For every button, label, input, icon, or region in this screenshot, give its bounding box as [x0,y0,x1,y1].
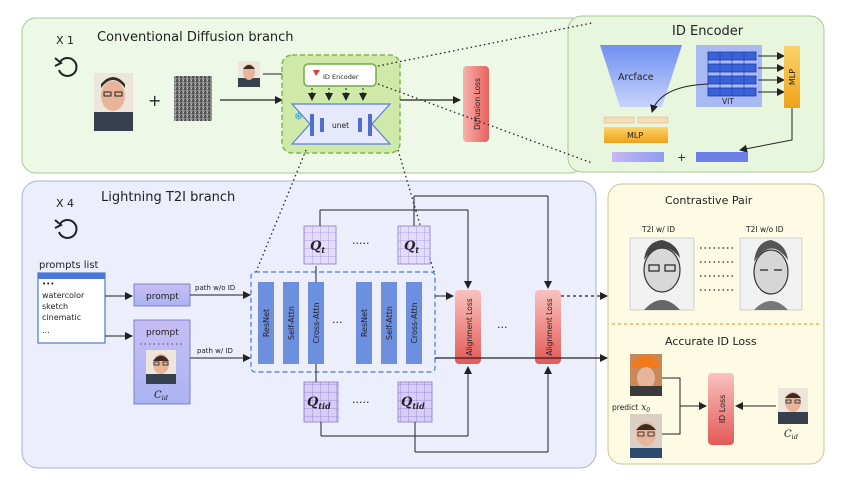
alignment-ellipsis: ··· [497,321,508,334]
q-t-2[interactable] [397,225,431,265]
id-encoder-mini-label: ID Encoder [323,73,359,81]
mlp-left-label: MLP [627,131,643,140]
zoom-dotted-top [377,22,593,67]
alignment-loss-2-label: Alignment Loss [545,298,554,355]
arrow-pred2-to-idloss [662,406,681,435]
path-without-id-label: path w/o ID [195,284,235,292]
repeat-icon-bottom [58,219,78,239]
lightning-branch-title: Lightning T2I branch [101,190,235,205]
id-loss-label: ID Loss [718,395,727,424]
arcface-feature-2 [637,116,669,124]
contrastive-right-label: T2I w/o ID [745,225,784,234]
prompt-item-2[interactable]: cinematic [42,313,81,322]
block-label-1: Self-Attn [287,306,296,340]
snowflake-icon: ❄ [294,110,303,123]
block-resnet-2[interactable] [356,282,372,364]
block-self-attn-2[interactable] [381,282,397,364]
block-resnet-1[interactable] [258,282,274,364]
arrow-pred-to-idloss [662,377,707,410]
repeat-label-bottom: X 4 [56,197,74,210]
q-tid-2[interactable] [397,381,433,423]
prompts-list-header [38,273,105,279]
q-tid-2-label: Qtid [401,395,425,411]
arrow-vit-to-mlp [650,83,709,113]
id-loss-box[interactable] [708,373,734,445]
noise-image [174,76,212,121]
attention-blocks: ResNet Self-Attn Cross-Attn ResNet Self-… [258,282,422,364]
attention-blocks-container [250,271,436,373]
predicted-face-1 [630,354,662,396]
q-t-1-label: Qt [310,239,325,255]
conventional-branch-title: Conventional Diffusion branch [97,30,294,45]
vit-tokens [707,51,757,97]
alignment-loss-1-label: Alignment Loss [465,298,474,355]
repeat-arrowhead-top [54,57,63,67]
plus-sign-1: + [148,91,161,110]
c-id-label: Cid [154,390,168,402]
id-encoder-mini-icon [313,70,320,76]
prompt-item-3[interactable]: ... [42,326,50,335]
diffusion-loss-box[interactable] [463,66,489,142]
prompt-id-label: prompt [146,328,179,338]
reference-face [778,388,808,424]
predicted-face-2 [630,414,662,458]
id-encoder-title: ID Encoder [672,24,744,39]
sketch-face-without-id [739,237,803,311]
sketch-face-with-id [629,237,695,311]
accurate-title: Accurate ID Loss [665,335,757,348]
zoom-dotted-bottom [377,83,593,164]
block-label-4: Self-Attn [385,306,394,340]
block-self-attn-1[interactable] [283,282,299,364]
id-encoder-mini[interactable] [303,63,377,87]
ref-c-id-label: Cid [784,429,798,441]
arcface-label: Arcface [618,72,654,83]
block-cross-attn-1[interactable] [308,282,324,364]
block-label-0: ResNet [262,309,271,337]
blocks-ellipsis: ··· [332,316,343,329]
mlp-right-block[interactable] [784,46,800,108]
prompts-list-dots: ••• [42,280,54,288]
block-label-2: Cross-Attn [312,302,321,343]
face-in-prompt [146,350,176,384]
q-top-dots: ····· [352,237,369,250]
block-cross-attn-2[interactable] [406,282,422,364]
mlp-right-label: MLP [788,69,797,85]
contrastive-left-label: T2I w/ ID [641,225,675,234]
prompts-list-box[interactable] [37,272,106,344]
arrow-mlp-down [739,108,793,153]
q-bottom-dots: ····· [352,396,369,409]
zoom-dotted-right [397,149,435,273]
diffusion-loss-label: Diffusion Loss [473,78,482,130]
unet-label: unet [332,121,349,130]
repeat-label-top: X 1 [56,34,74,47]
repeat-icon-top [58,57,78,77]
prompt-item-1[interactable]: sketch [42,302,68,311]
face-photo-input [94,73,133,131]
alignment-loss-1[interactable] [455,290,481,364]
mlp-left-block[interactable] [604,127,668,143]
block-label-3: ResNet [360,309,369,337]
face-thumb-id [238,61,260,87]
vit-label: VIT [722,97,734,106]
prompt-top-label: prompt [146,292,179,302]
id-embedding-2 [696,152,748,162]
repeat-arrowhead-bottom [54,219,63,229]
contrastive-title: Contrastive Pair [665,194,753,207]
block-label-5: Cross-Attn [410,302,419,343]
id-encoder-plus: + [677,151,686,164]
arcface-block[interactable] [600,45,682,107]
prompts-list-title: prompts list [39,260,99,271]
q-t-2-label: Qt [404,239,419,255]
arcface-feature-1 [603,116,635,124]
path-with-id-label: path w/ ID [197,347,233,355]
prompt-item-0[interactable]: watercolor [42,291,85,300]
id-embedding-1 [612,152,664,162]
q-tid-1-label: Qtid [307,395,331,411]
alignment-loss-2[interactable] [535,290,561,364]
q-t-1[interactable] [303,225,337,265]
